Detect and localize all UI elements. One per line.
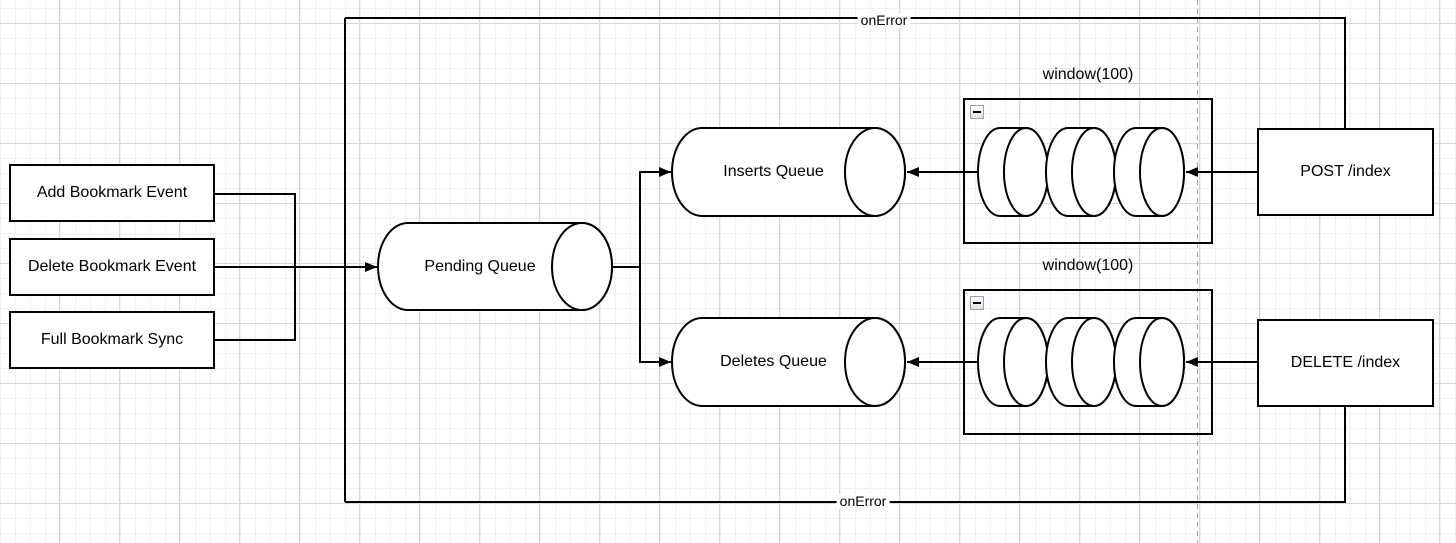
- node-full-bookmark-sync[interactable]: Full Bookmark Sync: [9, 311, 215, 369]
- node-label: Delete Bookmark Event: [27, 258, 197, 275]
- node-label: DELETE /index: [1290, 354, 1401, 371]
- pending-queue-rim: [551, 222, 613, 311]
- minus-icon: [973, 302, 981, 304]
- node-label: POST /index: [1300, 163, 1391, 180]
- buffer-cylinder-rim: [1139, 317, 1185, 407]
- onerror-bottom-label: onError: [836, 494, 890, 509]
- upper-window-group[interactable]: [963, 98, 1213, 244]
- upper-window-cylinders[interactable]: [977, 127, 1185, 217]
- onerror-top-edge: [345, 17, 1346, 128]
- minus-icon: [973, 111, 981, 113]
- node-delete-index[interactable]: DELETE /index: [1257, 319, 1434, 407]
- node-label: Add Bookmark Event: [36, 184, 188, 201]
- onerror-bottom-edge: [345, 407, 1346, 503]
- deletes-queue-cylinder[interactable]: [671, 317, 906, 407]
- node-label: Full Bookmark Sync: [40, 331, 184, 348]
- pending-queue-cylinder[interactable]: [377, 222, 613, 311]
- collapse-button[interactable]: [970, 296, 984, 310]
- inserts-queue-cylinder[interactable]: [671, 127, 906, 217]
- lower-window-label: window(100): [1042, 257, 1134, 274]
- deletes-queue-rim: [844, 317, 906, 407]
- buffer-cylinder-rim: [1139, 127, 1185, 217]
- collapse-button[interactable]: [970, 105, 984, 119]
- node-delete-bookmark-event[interactable]: Delete Bookmark Event: [9, 238, 215, 296]
- onerror-top-label: onError: [857, 13, 911, 28]
- lower-window-cylinders[interactable]: [977, 317, 1185, 407]
- upper-window-label: window(100): [1042, 66, 1134, 83]
- node-post-index[interactable]: POST /index: [1257, 128, 1434, 216]
- inserts-queue-rim: [844, 127, 906, 217]
- node-add-bookmark-event[interactable]: Add Bookmark Event: [9, 164, 215, 222]
- page-break-line: [1197, 0, 1198, 543]
- lower-window-group[interactable]: [963, 289, 1213, 435]
